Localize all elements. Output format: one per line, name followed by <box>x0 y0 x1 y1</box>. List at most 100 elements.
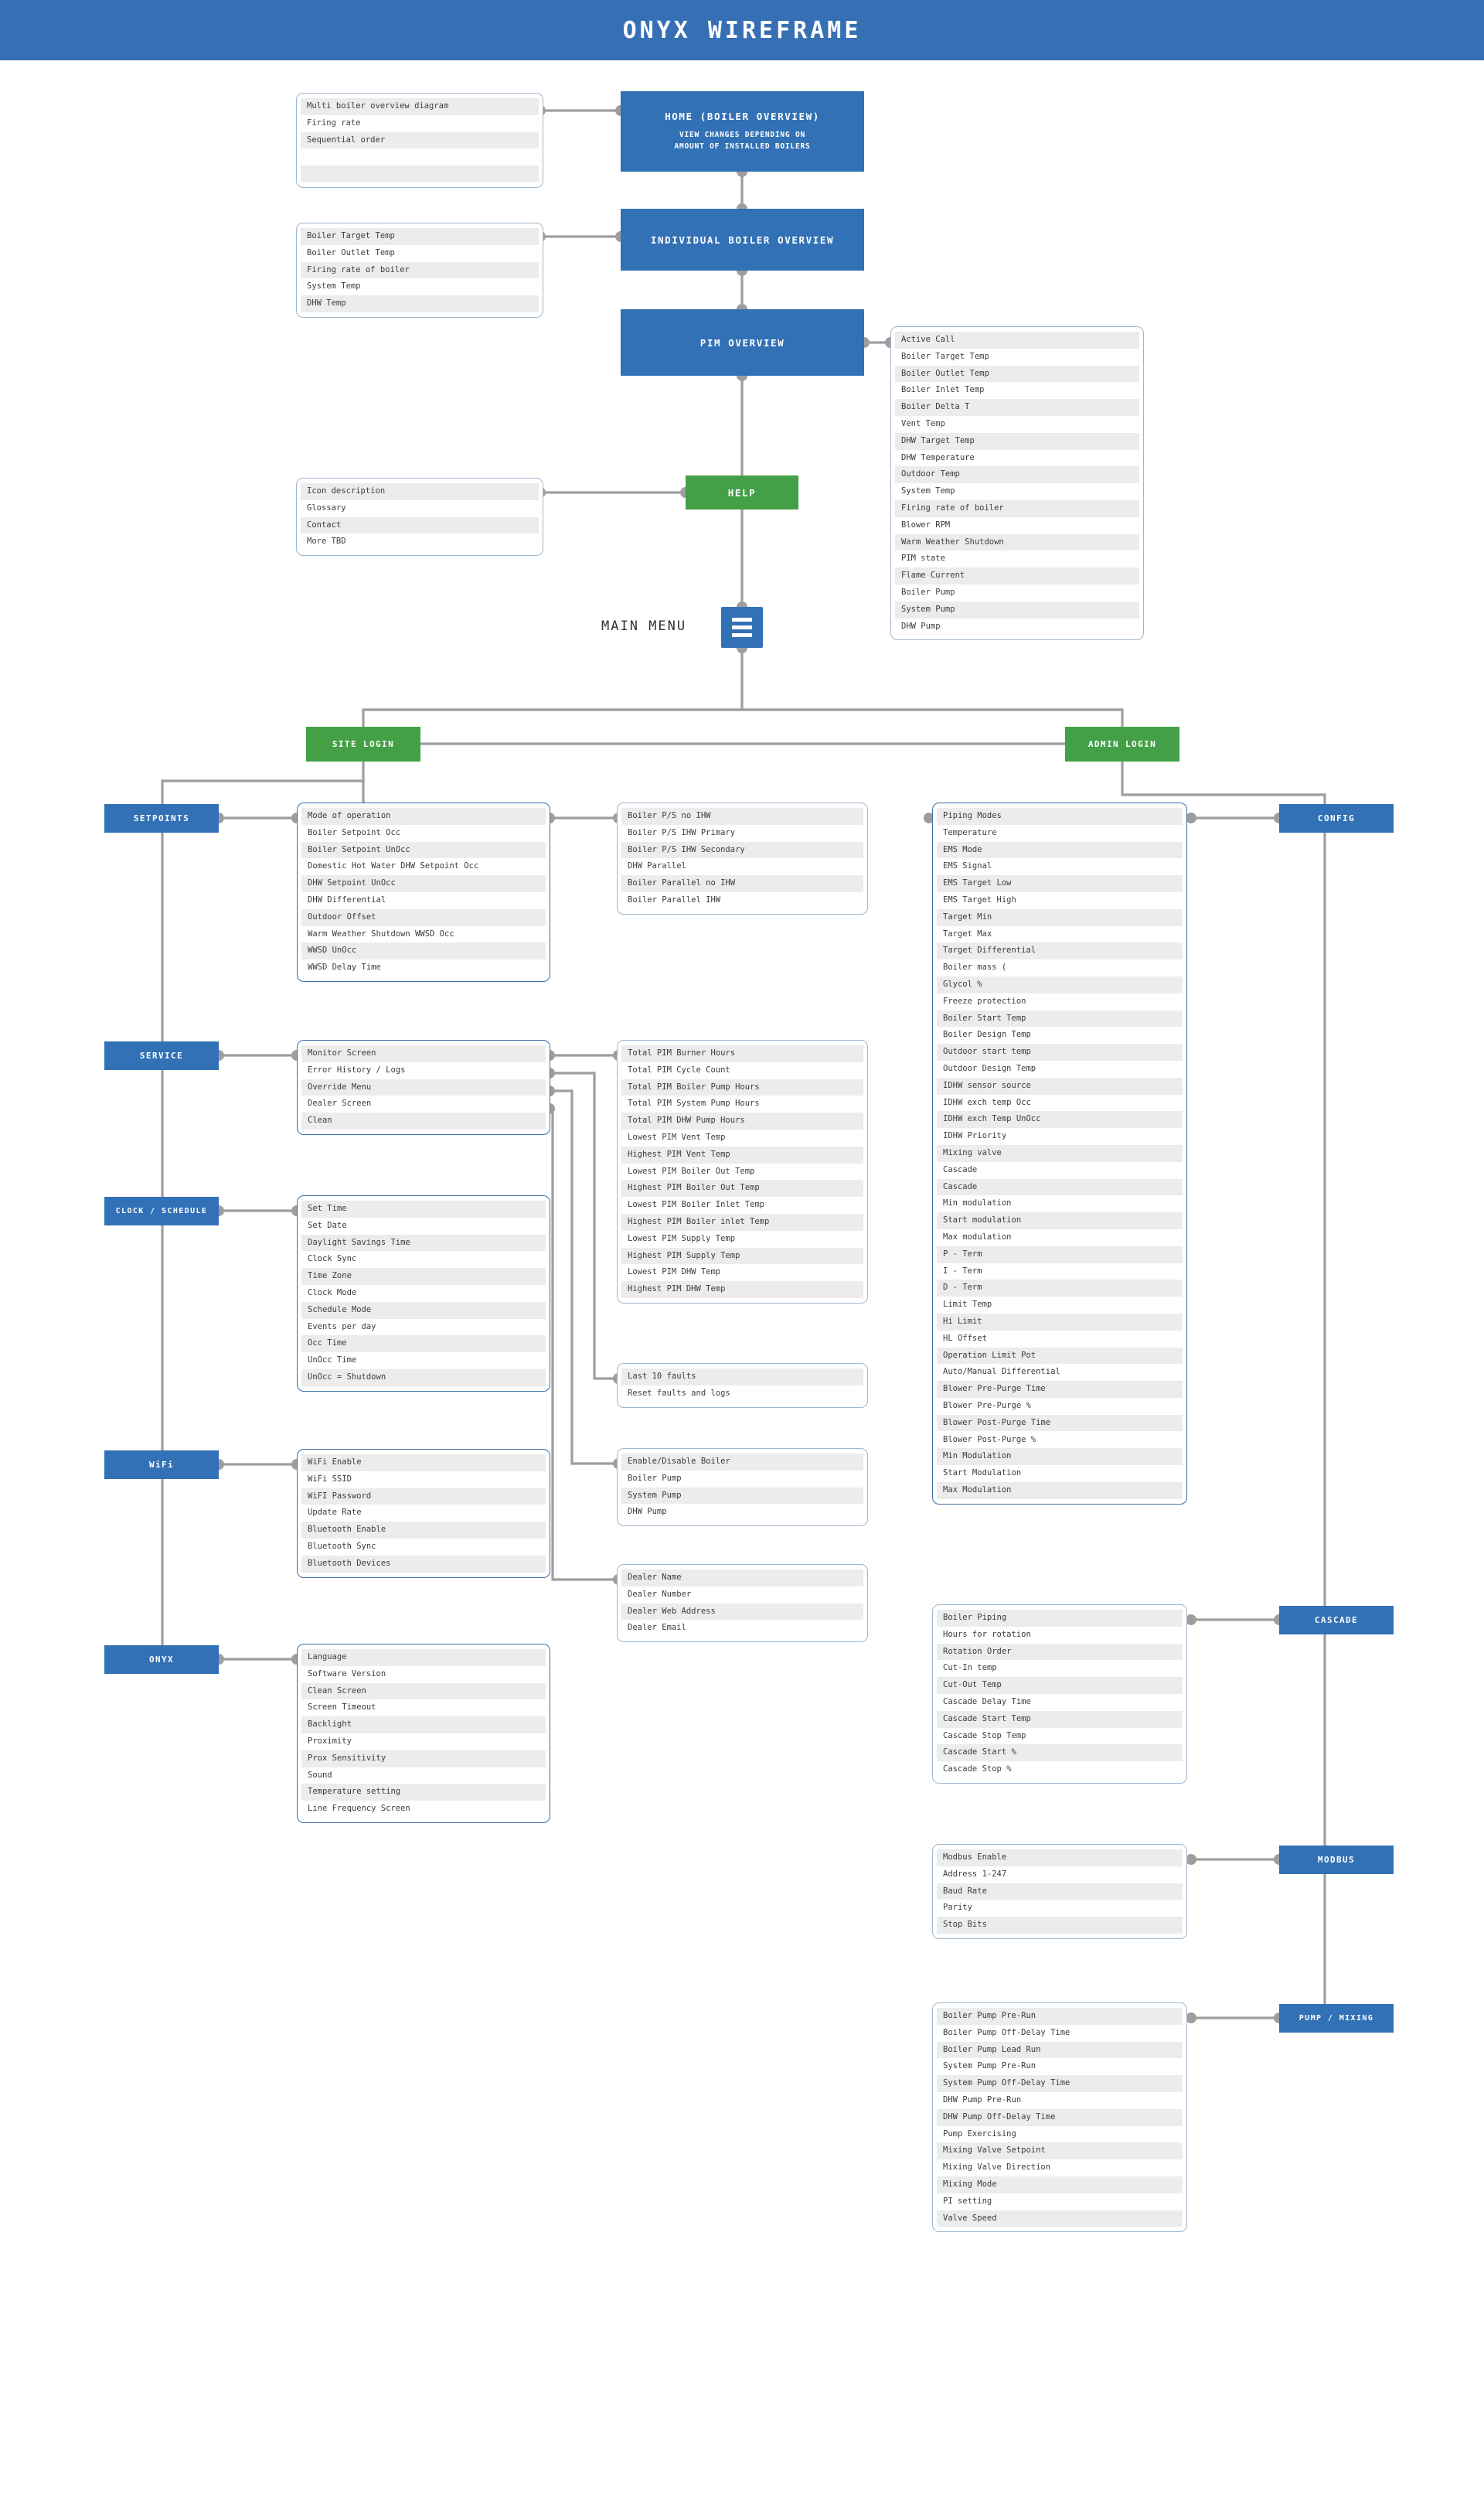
node-setpoints[interactable]: SETPOINTS <box>104 804 219 833</box>
list-item[interactable]: Boiler P/S IHW Primary <box>628 827 736 837</box>
list-item[interactable]: Domestic Hot Water DHW Setpoint Occ <box>308 861 479 871</box>
list-item[interactable]: Cut-Out Temp <box>937 1677 1183 1694</box>
list-item[interactable]: Boiler P/S no IHW <box>621 808 863 825</box>
list-item[interactable]: Boiler Setpoint Occ <box>308 827 401 837</box>
list-item[interactable]: Total PIM Burner Hours <box>621 1045 863 1062</box>
list-item[interactable]: Boiler P/S IHW Secondary <box>621 841 863 859</box>
list-item[interactable]: DHW Setpoint UnOcc <box>301 875 546 892</box>
list-item[interactable]: Boiler Parallel IHW <box>628 895 721 905</box>
node-onyx[interactable]: ONYX <box>104 1645 219 1674</box>
list-item[interactable]: Limit Temp <box>943 1300 992 1310</box>
list-item[interactable]: Highest PIM Boiler inlet Temp <box>621 1213 863 1231</box>
list-item[interactable]: Boiler Pump Off-Delay Time <box>943 2027 1070 2037</box>
list-item[interactable]: Mixing Valve Direction <box>943 2162 1051 2173</box>
list-item[interactable]: Clean Screen <box>301 1682 546 1700</box>
list-item[interactable]: Outdoor Design Temp <box>943 1064 1036 1074</box>
list-item[interactable]: Glycol % <box>937 976 1183 993</box>
list-item[interactable]: Prox Sensitivity <box>301 1750 546 1767</box>
list-item[interactable]: Multi boiler overview diagram <box>301 98 539 115</box>
list-item[interactable]: System Temp <box>307 281 361 291</box>
list-item[interactable]: UnOcc Time <box>308 1355 357 1365</box>
list-item[interactable]: More TBD <box>307 537 346 547</box>
list-item[interactable]: System Temp <box>901 486 955 496</box>
list-item[interactable]: Boiler mass ( <box>943 963 1007 973</box>
list-item[interactable]: Error History / Logs <box>308 1065 406 1075</box>
node-modbus[interactable]: MODBUS <box>1279 1846 1394 1874</box>
list-item[interactable]: DHW Temp <box>301 295 539 312</box>
list-item[interactable]: WiFi SSID <box>308 1474 352 1484</box>
node-cascade[interactable]: CASCADE <box>1279 1606 1394 1634</box>
list-item[interactable]: Blower RPM <box>901 520 951 530</box>
list-item[interactable]: Warm Weather Shutdown <box>895 533 1139 551</box>
list-item[interactable]: Lowest PIM Supply Temp <box>628 1233 736 1243</box>
list-item[interactable]: Cascade Delay Time <box>943 1697 1031 1707</box>
list-item[interactable]: Parity <box>943 1903 972 1913</box>
list-item[interactable]: IDHW Priority <box>943 1131 1007 1141</box>
list-item[interactable]: Dealer Email <box>628 1623 686 1633</box>
list-item[interactable]: Boiler Pump <box>901 588 955 598</box>
list-item[interactable]: WiFi Enable <box>301 1454 546 1471</box>
list-item[interactable]: Blower Post-Purge Time <box>937 1414 1183 1432</box>
list-item[interactable]: Cascade Stop % <box>943 1764 1012 1774</box>
list-item[interactable]: DHW Temperature <box>901 452 975 462</box>
list-item[interactable]: Glossary <box>307 503 346 513</box>
list-item[interactable]: Outdoor Offset <box>301 908 546 926</box>
list-item[interactable]: Dealer Number <box>628 1589 692 1599</box>
list-item[interactable]: Last 10 faults <box>621 1368 863 1385</box>
list-item[interactable]: Icon description <box>301 483 539 500</box>
list-item[interactable]: Cascade Start % <box>937 1744 1183 1762</box>
list-item[interactable]: Vent Temp <box>901 419 945 429</box>
list-item[interactable]: Baud Rate <box>937 1883 1183 1900</box>
list-item[interactable]: PIM state <box>901 554 945 564</box>
list-item[interactable]: Line Frequency Screen <box>308 1804 410 1814</box>
list-item[interactable]: Boiler Outlet Temp <box>895 365 1139 383</box>
list-item[interactable]: Freeze protection <box>943 996 1026 1006</box>
node-wifi[interactable]: WiFi <box>104 1450 219 1479</box>
node-pim-overview[interactable]: PIM OVERVIEW <box>621 309 864 376</box>
list-item[interactable]: Operation Limit Pot <box>937 1347 1183 1365</box>
list-item[interactable]: Highest PIM Boiler Out Temp <box>621 1180 863 1198</box>
list-item[interactable]: Boiler Pump Pre-Run <box>937 2008 1183 2025</box>
list-item[interactable]: Boiler Design Temp <box>943 1030 1031 1040</box>
list-item[interactable]: DHW Target Temp <box>895 432 1139 450</box>
list-item[interactable]: Sound <box>308 1770 332 1780</box>
list-item[interactable]: Max modulation <box>943 1232 1012 1242</box>
list-item[interactable]: Stop Bits <box>937 1917 1183 1934</box>
list-item[interactable]: Outdoor start temp <box>937 1044 1183 1061</box>
list-item[interactable] <box>301 165 539 182</box>
node-individual-boiler-overview[interactable]: INDIVIDUAL BOILER OVERVIEW <box>621 209 864 271</box>
list-item[interactable]: Temperature setting <box>301 1784 546 1801</box>
list-item[interactable]: Update Rate <box>308 1508 362 1518</box>
list-item[interactable]: Proximity <box>308 1736 352 1747</box>
list-item[interactable]: Dealer Screen <box>308 1099 372 1109</box>
list-item[interactable]: Monitor Screen <box>301 1045 546 1062</box>
list-item[interactable]: Daylight Savings Time <box>301 1234 546 1252</box>
list-item[interactable]: Outdoor Temp <box>895 466 1139 484</box>
list-item[interactable]: DHW Pump Off-Delay Time <box>937 2108 1183 2126</box>
list-item[interactable]: System Pump <box>621 1487 863 1505</box>
list-item[interactable]: UnOcc = Shutdown <box>301 1368 546 1386</box>
list-item[interactable]: Boiler Target Temp <box>901 351 989 361</box>
list-item[interactable]: DHW Pump <box>628 1507 667 1517</box>
list-item[interactable]: IDHW sensor source <box>937 1077 1183 1095</box>
list-item[interactable]: Override Menu <box>301 1079 546 1096</box>
list-item[interactable]: Cascade Start Temp <box>937 1710 1183 1728</box>
list-item[interactable]: WiFI Password <box>301 1488 546 1505</box>
list-item[interactable]: Lowest PIM Boiler Inlet Temp <box>628 1200 765 1210</box>
list-item[interactable]: Hours for rotation <box>943 1629 1031 1639</box>
list-item[interactable]: Reset faults and logs <box>628 1388 730 1398</box>
list-item[interactable]: Temperature <box>943 827 997 837</box>
list-item[interactable]: Firing rate <box>307 118 361 128</box>
list-item[interactable]: Cut-In temp <box>943 1663 997 1673</box>
list-item[interactable]: Language <box>301 1649 546 1666</box>
node-pump-mixing[interactable]: PUMP / MIXING <box>1279 2004 1394 2033</box>
node-admin-login[interactable]: ADMIN LOGIN <box>1065 727 1179 762</box>
list-item[interactable]: Boiler Pump <box>628 1473 682 1483</box>
list-item[interactable]: Clock Mode <box>308 1288 357 1298</box>
list-item[interactable]: Highest PIM Supply Temp <box>621 1247 863 1265</box>
list-item[interactable]: I - Term <box>943 1266 982 1276</box>
node-site-login[interactable]: SITE LOGIN <box>306 727 420 762</box>
list-item[interactable]: Target Differential <box>937 942 1183 960</box>
list-item[interactable]: PI setting <box>943 2196 992 2206</box>
list-item[interactable]: Total PIM Boiler Pump Hours <box>621 1079 863 1096</box>
